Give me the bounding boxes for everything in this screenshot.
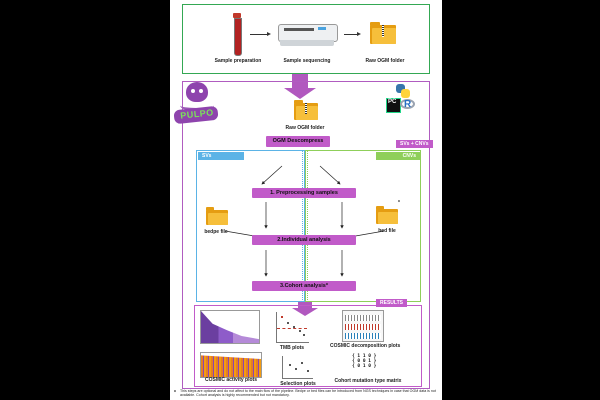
r-logo-icon: R <box>400 98 416 111</box>
sample-preparation-label: Sample preparation <box>214 58 262 64</box>
bed-asterisk: * <box>398 200 400 206</box>
down-arrowhead-icon <box>292 308 318 316</box>
svs-panel <box>196 150 305 302</box>
folder-icon <box>376 206 398 224</box>
footnote-marker: * <box>174 390 176 396</box>
cosmic-decomposition-plots-label: COSMIC decomposition plots <box>330 343 401 349</box>
tmb-plots-label: TMB plots <box>279 345 305 351</box>
cosmic-activity-thumb-1 <box>200 310 260 344</box>
blood-tube-icon <box>231 13 243 57</box>
bed-file-label: bed file <box>378 228 396 234</box>
footnote-text: This steps are optional and do not affec… <box>180 389 436 398</box>
arrowhead-icon <box>357 32 361 36</box>
down-arrowhead-icon <box>284 88 316 99</box>
selection-plot-thumb <box>282 356 313 379</box>
sequencer-icon <box>278 24 338 46</box>
bedpe-file-label: bedpe file <box>204 229 228 235</box>
page: Sample preparation Sample sequencing Raw… <box>170 0 442 400</box>
divider <box>302 150 303 302</box>
svs-tag: SVs <box>198 152 244 160</box>
mutation-matrix-glyph: { 1 1 0 } { 0 0 1 } { 0 1 0 } <box>352 354 377 369</box>
ogm-decompress-box: OGM Descompress <box>266 136 330 147</box>
folder-icon <box>294 100 318 120</box>
pipeline-panel <box>182 81 430 389</box>
arrowhead-icon <box>267 32 271 36</box>
cnvs-tag: CNVs <box>376 152 420 160</box>
flow-arrows <box>224 165 385 277</box>
cnvs-panel <box>305 150 421 302</box>
preprocessing-samples-box: 1. Preprocessing samples <box>252 188 356 198</box>
cohort-mutation-type-matrix-label: Cohort mutation type matrix <box>334 378 402 384</box>
folder-icon <box>206 207 228 225</box>
arrow-icon <box>250 34 268 35</box>
selection-plots-label: Selection plots <box>280 381 316 387</box>
tmb-plot-thumb <box>276 312 309 343</box>
raw-ogm-folder-label: Raw OGM folder <box>365 58 405 64</box>
sample-sequencing-label: Sample sequencing <box>283 58 331 64</box>
python-logo-icon <box>396 84 410 98</box>
sample-workflow-panel <box>182 4 430 74</box>
individual-analysis-box: 2.Individual analysis <box>252 235 356 245</box>
results-panel <box>194 305 422 387</box>
cosmic-activity-thumb-2 <box>200 352 262 378</box>
cohort-analysis-box: 3.Cohort analysis* <box>252 281 356 291</box>
arrow-icon <box>344 34 358 35</box>
divider <box>307 150 308 302</box>
pulpo-logo: PULPO <box>172 80 224 128</box>
cosmic-activity-plots-label: COSMIC activity plots <box>205 377 257 383</box>
svs-cnvs-tag: SVs + CNVs <box>396 140 433 148</box>
cosmic-decomposition-thumb <box>342 310 384 342</box>
folder-icon <box>370 22 396 44</box>
results-tag: RESULTS <box>376 299 407 307</box>
raw-ogm-folder-label-2: Raw OGM folder <box>285 125 325 131</box>
